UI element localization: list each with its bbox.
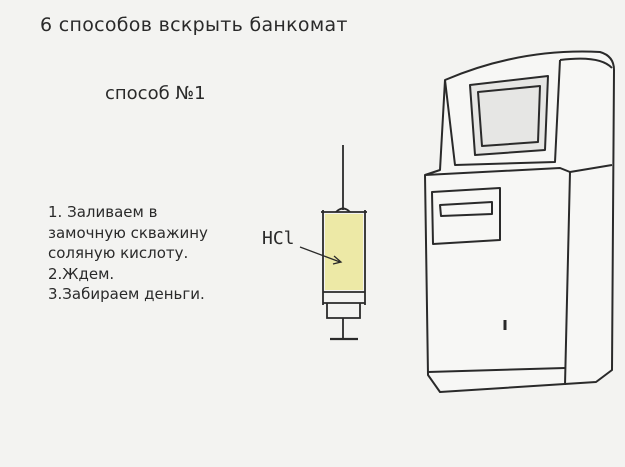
instruction-line: 3.Забираем деньги. (48, 285, 205, 303)
instructions-list: 1. Заливаем в замочную скважину соляную … (48, 202, 208, 305)
method-number: способ №1 (105, 83, 206, 104)
comic-title: 6 способов вскрыть банкомат (40, 14, 348, 36)
instruction-line: 1. Заливаем в (48, 203, 158, 221)
instruction-line: соляную кислоту. (48, 244, 189, 262)
hcl-label: HCl (262, 228, 295, 249)
atm-icon (424, 50, 615, 393)
syringe-icon (299, 145, 367, 341)
instruction-line: замочную скважину (48, 223, 208, 242)
instruction-line: 2.Ждем. (48, 264, 115, 283)
